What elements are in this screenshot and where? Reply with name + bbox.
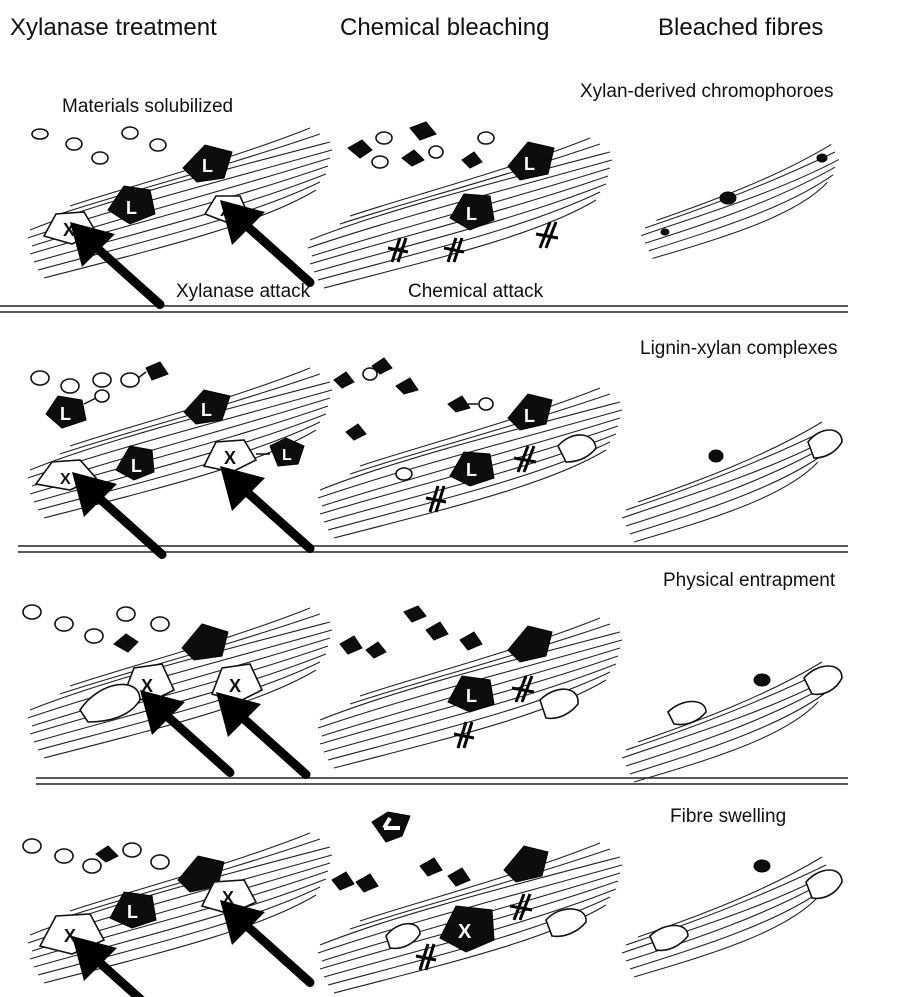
- separator-1: [0, 306, 848, 312]
- separator-2: [18, 546, 848, 552]
- lignin-particle: L: [448, 676, 494, 712]
- panel-3-xylanase: X X: [23, 605, 332, 775]
- xylanase-attack-arrow: [216, 692, 306, 775]
- xylan-residue: [540, 689, 578, 718]
- xylanase-attack-arrow: [72, 472, 162, 555]
- xylan-residue: [804, 666, 842, 694]
- lignin-particle: L: [183, 145, 232, 182]
- separator-3: [36, 778, 848, 784]
- solubilized-fragments: [23, 839, 169, 873]
- xylan-residue: [808, 430, 842, 458]
- residual-chromophore: [754, 860, 770, 872]
- lignin-particle: [508, 626, 552, 662]
- panel-4-xylanase: L X X: [23, 833, 332, 997]
- lignin-xylan-complex: X L: [204, 438, 304, 472]
- xylan-residue: [80, 684, 140, 722]
- xylan-residue: [558, 435, 596, 462]
- lignin-particle: L: [116, 446, 154, 480]
- svg-text:L: L: [201, 400, 212, 420]
- residual-chromophore: [720, 192, 736, 204]
- xylanase-attack-arrow: [220, 466, 310, 549]
- svg-text:X: X: [229, 676, 241, 696]
- panel-3-chemical: L: [318, 606, 622, 768]
- svg-text:X: X: [60, 471, 71, 488]
- lignin-particle: L: [508, 142, 554, 180]
- svg-text:L: L: [131, 456, 142, 476]
- solubilized-fragments: [31, 362, 168, 393]
- solubilized-fragments: [334, 358, 493, 440]
- solubilized-fragments: [348, 122, 494, 168]
- lignin-particle: [504, 846, 548, 882]
- svg-text:X: X: [224, 448, 236, 468]
- svg-text:L: L: [466, 460, 477, 480]
- xylanase-attack-arrow: [70, 222, 160, 305]
- panel-4-bleached: [622, 857, 842, 977]
- svg-text:L: L: [282, 447, 292, 464]
- svg-text:L: L: [126, 198, 137, 218]
- panel-3-bleached: [622, 662, 842, 782]
- svg-text:X: X: [458, 921, 472, 943]
- svg-text:L: L: [524, 406, 535, 426]
- lignin-xylan-complex: L: [46, 390, 109, 428]
- residual-chromophore: [709, 450, 723, 462]
- residual-chromophore: [754, 674, 770, 686]
- svg-text:L: L: [466, 204, 477, 224]
- solubilized-fragments: [340, 606, 482, 658]
- lignin-particle: L: [110, 892, 156, 928]
- solubilized-xylan-fragments: [32, 127, 166, 164]
- xylan-residue: [546, 909, 586, 936]
- lignin-particle: [372, 812, 410, 842]
- xylanase-attack-arrow: [140, 690, 230, 773]
- svg-text:L: L: [524, 154, 535, 174]
- lignin-particle: L: [450, 452, 494, 486]
- xylanase-attack-arrow: [220, 900, 310, 983]
- lignin-particle: L: [450, 194, 494, 230]
- panel-1-chemical: L L: [308, 122, 612, 288]
- lignin-particle: L: [184, 390, 230, 424]
- xylanase-attack-arrow: [220, 200, 310, 283]
- panel-1-xylanase: L L X X: [28, 127, 332, 305]
- svg-text:L: L: [202, 156, 213, 176]
- lignin-particle: L: [508, 394, 552, 430]
- svg-text:L: L: [60, 404, 71, 424]
- panel-4-chemical: X: [318, 812, 622, 993]
- panel-1-bleached: [641, 144, 839, 258]
- panel-2-bleached: [622, 422, 842, 542]
- panel-2-xylanase: L L L X L X: [28, 362, 332, 555]
- solubilized-fragments: [23, 605, 169, 652]
- svg-text:L: L: [466, 686, 477, 706]
- lignin-particle: [182, 624, 228, 660]
- xylan-residue: [806, 870, 842, 898]
- svg-text:L: L: [127, 902, 138, 922]
- solubilized-fragments: [332, 858, 470, 892]
- panel-2-chemical: L L: [318, 358, 622, 538]
